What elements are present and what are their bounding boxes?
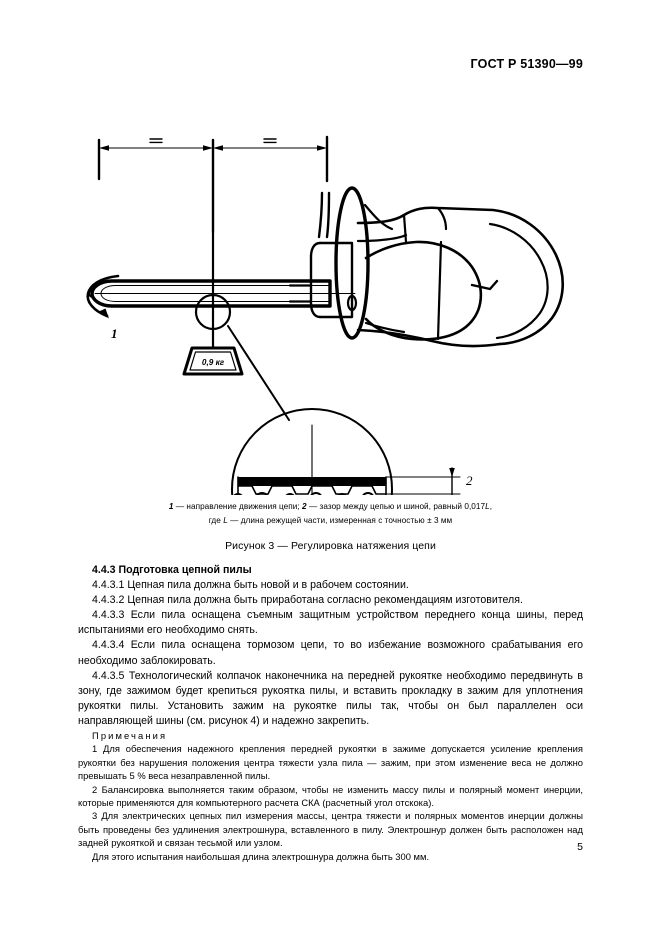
note-3: 3 Для электрических цепных пил измерения… bbox=[78, 810, 583, 849]
paragraph-4-4-3-2: 4.4.3.2 Цепная пила должна быть приработ… bbox=[92, 594, 523, 607]
legend-line2-prefix: где bbox=[208, 515, 224, 525]
figure-legend-line-2: где L — длина режущей части, измеренная … bbox=[0, 514, 661, 528]
figure-legend: 1 — направление движения цепи; 2 — зазор… bbox=[0, 500, 661, 527]
paragraph-4-4-3-3: 4.4.3.3 Если пила оснащена съемным защит… bbox=[78, 609, 583, 637]
figure-legend-line-1: 1 — направление движения цепи; 2 — зазор… bbox=[0, 500, 661, 514]
figure-label-1: 1 bbox=[111, 326, 118, 341]
document-standard-header: ГОСТ Р 51390—99 bbox=[470, 57, 583, 71]
legend-variable-L: L bbox=[485, 502, 490, 511]
figure-label-2: 2 bbox=[466, 473, 473, 488]
notes-block: Примечания 1 Для обеспечения надежного к… bbox=[78, 729, 583, 863]
page-number: 5 bbox=[577, 841, 583, 853]
body-content: 4.4.3 Подготовка цепной пилы 4.4.3.1 Цеп… bbox=[78, 563, 583, 863]
paragraph-4-4-3-1: 4.4.3.1 Цепная пила должна быть новой и … bbox=[92, 579, 409, 592]
legend-line2-text: — длина режущей части, измеренная с точн… bbox=[227, 515, 453, 525]
figure-3-chainsaw-diagram: 1 0,9 кг bbox=[0, 95, 661, 495]
note-1: 1 Для обеспечения надежного крепления пе… bbox=[78, 743, 583, 782]
notes-heading: Примечания bbox=[92, 730, 168, 742]
note-2: 2 Балансировка выполняется таким образом… bbox=[78, 783, 583, 809]
section-heading-4-4-3: 4.4.3 Подготовка цепной пилы bbox=[92, 564, 252, 576]
legend-text-2: — зазор между цепью и шиной, равный 0,01… bbox=[306, 502, 486, 511]
note-4: Для этого испытания наибольшая длина эле… bbox=[92, 850, 430, 862]
figure-label-weight: 0,9 кг bbox=[202, 358, 225, 367]
legend-line2-variable-L: L bbox=[223, 515, 228, 525]
paragraph-4-4-3-4: 4.4.3.4 Если пила оснащена тормозом цепи… bbox=[78, 639, 583, 667]
paragraph-4-4-3-5: 4.4.3.5 Технологический колпачок наконеч… bbox=[78, 669, 583, 727]
legend-text-1: — направление движения цепи; bbox=[173, 502, 303, 511]
figure-caption: Рисунок 3 — Регулировка натяжения цепи bbox=[225, 540, 436, 552]
legend-index-1: 1 bbox=[168, 502, 174, 511]
legend-text-tail: , bbox=[489, 502, 493, 511]
legend-index-2: 2 bbox=[302, 502, 307, 511]
